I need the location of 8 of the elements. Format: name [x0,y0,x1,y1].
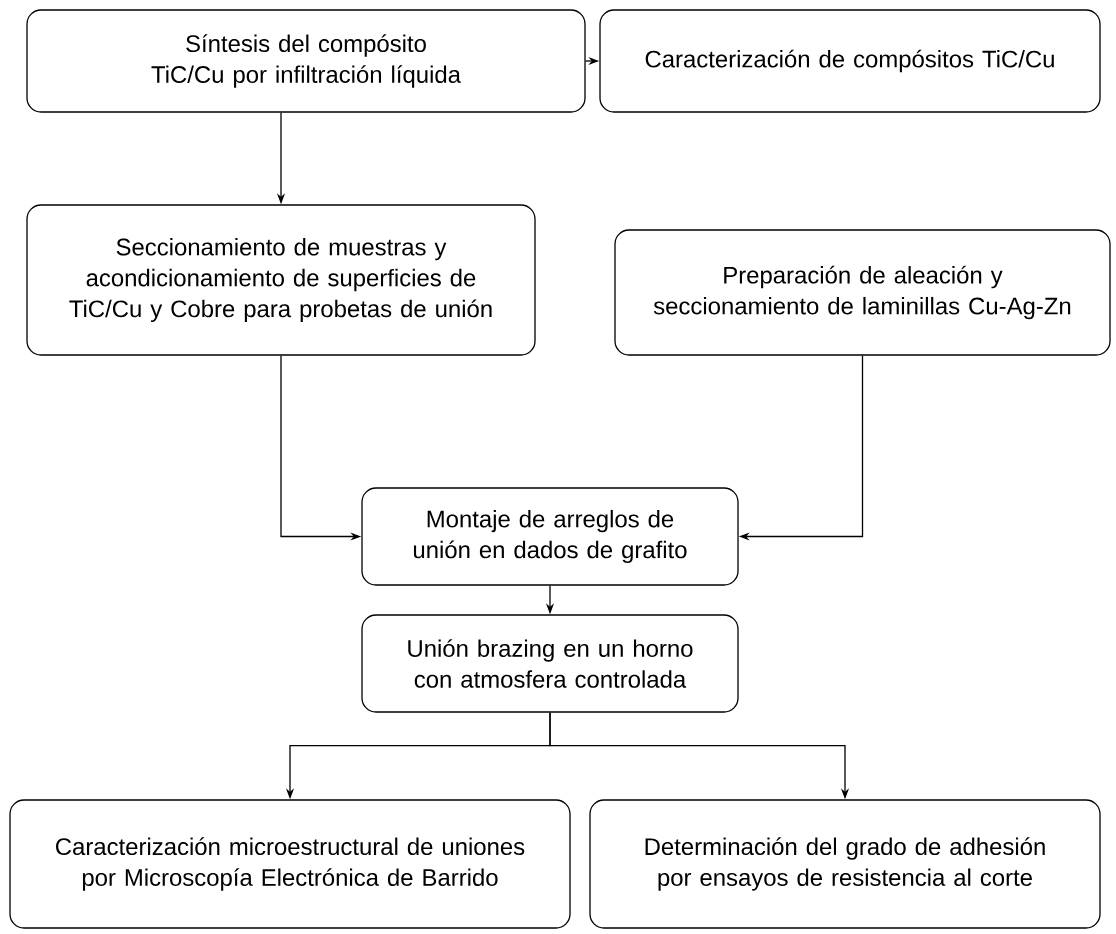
process-box: Síntesis del compósito TiC/Cu por infiltración líquida [26,9,586,113]
process-box: Determinación del grado de adhesión por ensayos de resistencia al corte [589,799,1101,929]
process-box: Caracterización microestructural de uniones por Microscopía Electrónica de Barrido [9,799,571,929]
process-box: Montaje de arreglos de unión en dados de grafito [361,487,739,586]
process-box: Unión brazing en un horno con atmosfera controlada [361,614,739,713]
process-box: Caracterización de compósitos TiC/Cu [599,9,1101,113]
process-box: Seccionamiento de muestras y acondicionamiento de superficies de TiC/Cu y Cobre para probetas de unión [26,204,536,356]
process-box: Preparación de aleación y seccionamiento de laminillas Cu-Ag-Zn [614,229,1111,356]
